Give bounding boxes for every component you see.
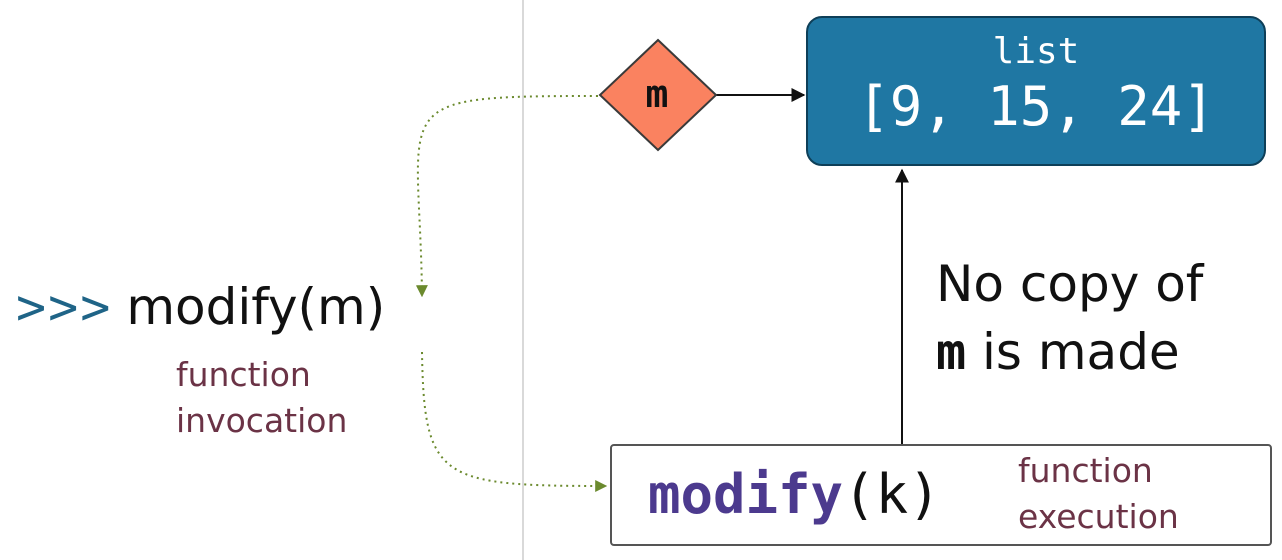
no-copy-line2: m is made — [936, 318, 1203, 386]
execution-function-name: modify — [648, 463, 844, 526]
no-copy-variable: m — [936, 323, 967, 381]
variable-label: m — [645, 72, 669, 116]
invocation-code: modify(m) — [126, 278, 386, 336]
invocation-note-line2: invocation — [176, 401, 348, 440]
execution-note-line1: function — [1018, 451, 1153, 490]
no-copy-message: No copy of m is made — [936, 250, 1203, 386]
execution-note: function execution — [1018, 448, 1179, 540]
list-type-label: list — [992, 31, 1080, 72]
execution-arguments: (k) — [843, 463, 941, 526]
dotted-arrow-to-invocation — [415, 95, 599, 298]
list-object-box: list [9, 15, 24] — [806, 16, 1266, 166]
invocation-note: function invocation — [176, 352, 347, 444]
invocation-note-line1: function — [176, 355, 311, 394]
execution-box — [610, 444, 1272, 546]
execution-note-line2: execution — [1018, 497, 1179, 536]
no-copy-line1: No copy of — [936, 255, 1204, 313]
prompt-symbol: >>> — [16, 278, 113, 336]
list-value: [9, 15, 24] — [857, 75, 1215, 138]
variable-diamond — [598, 38, 718, 152]
no-copy-rest: is made — [982, 323, 1180, 381]
execution-code: modify(k) — [648, 462, 941, 528]
dotted-arrow-to-execution — [421, 351, 608, 492]
invocation-line: >>>modify(m) — [16, 282, 385, 332]
